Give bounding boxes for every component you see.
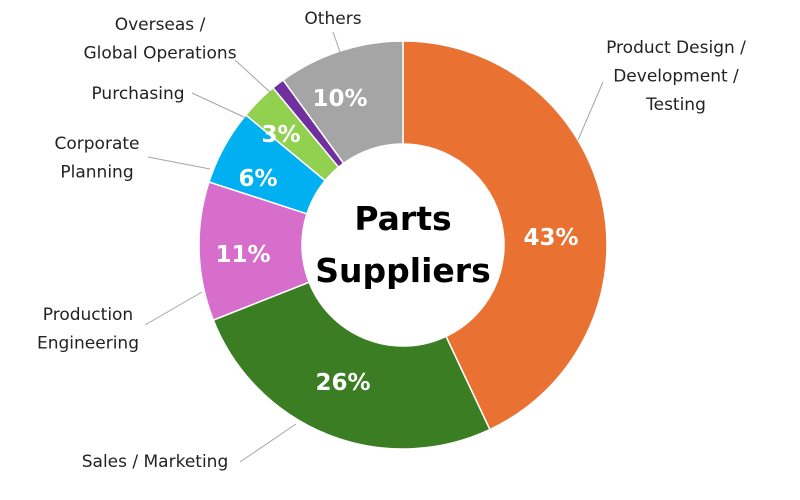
percent-label: 43% (523, 225, 578, 251)
chart-title-line-2: Suppliers (315, 251, 490, 290)
chart-title-line-1: Parts (354, 199, 451, 238)
leader-line (577, 81, 604, 141)
percent-label: 3% (261, 122, 300, 148)
category-label: Sales / Marketing (82, 452, 229, 472)
leader-line (234, 59, 272, 94)
leader-line (144, 291, 203, 326)
category-label: Others (304, 9, 361, 29)
slice-product-design-development-testing (402, 40, 608, 431)
percent-label: 6% (238, 166, 277, 192)
category-label: Purchasing (91, 84, 184, 104)
percent-label: 11% (215, 242, 270, 268)
percent-label: 10% (312, 86, 367, 112)
leader-line (147, 156, 211, 170)
slice-others (282, 40, 404, 165)
category-label: Product Design /Development /Testing (606, 38, 746, 115)
slice-sales-marketing (212, 281, 491, 450)
leader-line (239, 423, 297, 463)
category-label: Overseas /Global Operations (83, 15, 236, 64)
leader-line (191, 92, 247, 119)
leader-line (332, 31, 341, 53)
percent-label: 26% (315, 370, 370, 396)
